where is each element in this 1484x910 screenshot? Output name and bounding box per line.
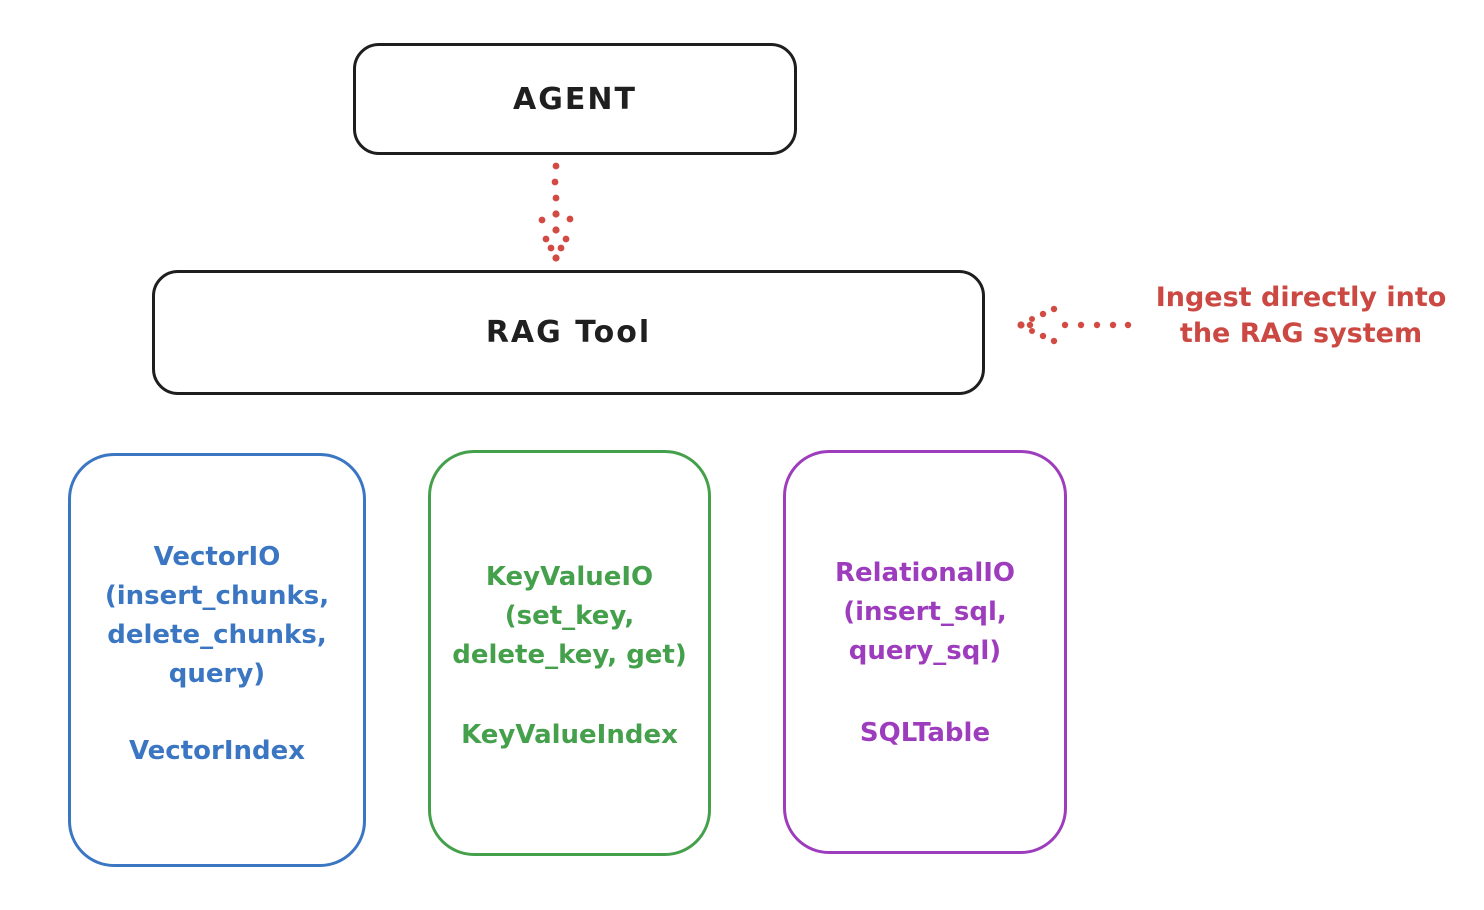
keyvalue-io-methods-line2: delete_key, get) <box>452 640 687 670</box>
rag-tool-node: RAG Tool <box>152 270 985 395</box>
vector-io-box: VectorIO (insert_chunks, delete_chunks, … <box>68 453 366 867</box>
keyvalue-io-box: KeyValueIO (set_key, delete_key, get) Ke… <box>428 450 711 856</box>
ingest-annotation-line2: the RAG system <box>1179 318 1423 349</box>
vector-io-methods-line3: query) <box>168 659 266 689</box>
agent-node-label: AGENT <box>513 81 637 117</box>
annotation-to-ragtool-arrow-icon <box>1017 305 1132 345</box>
agent-to-ragtool-arrow-icon <box>538 162 574 262</box>
vector-io-methods-line1: (insert_chunks, <box>104 581 330 611</box>
keyvalue-io-title: KeyValueIO <box>485 562 654 592</box>
vector-io-title: VectorIO <box>153 542 281 572</box>
sql-table-label: SQLTable <box>859 718 991 748</box>
keyvalue-index-label: KeyValueIndex <box>461 720 678 750</box>
ingest-annotation: Ingest directly into the RAG system <box>1128 280 1474 352</box>
relational-io-methods-line1: (insert_sql, <box>843 597 1007 627</box>
agent-node: AGENT <box>353 43 797 155</box>
ingest-annotation-line1: Ingest directly into <box>1155 282 1447 313</box>
vector-io-methods-line2: delete_chunks, <box>107 620 327 650</box>
relational-io-box: RelationalIO (insert_sql, query_sql) SQL… <box>783 450 1067 854</box>
keyvalue-io-methods-line1: (set_key, <box>504 601 635 631</box>
rag-tool-node-label: RAG Tool <box>485 315 652 350</box>
vector-index-label: VectorIndex <box>128 736 306 766</box>
relational-io-methods-line2: query_sql) <box>848 636 1002 666</box>
relational-io-title: RelationalIO <box>834 558 1016 588</box>
